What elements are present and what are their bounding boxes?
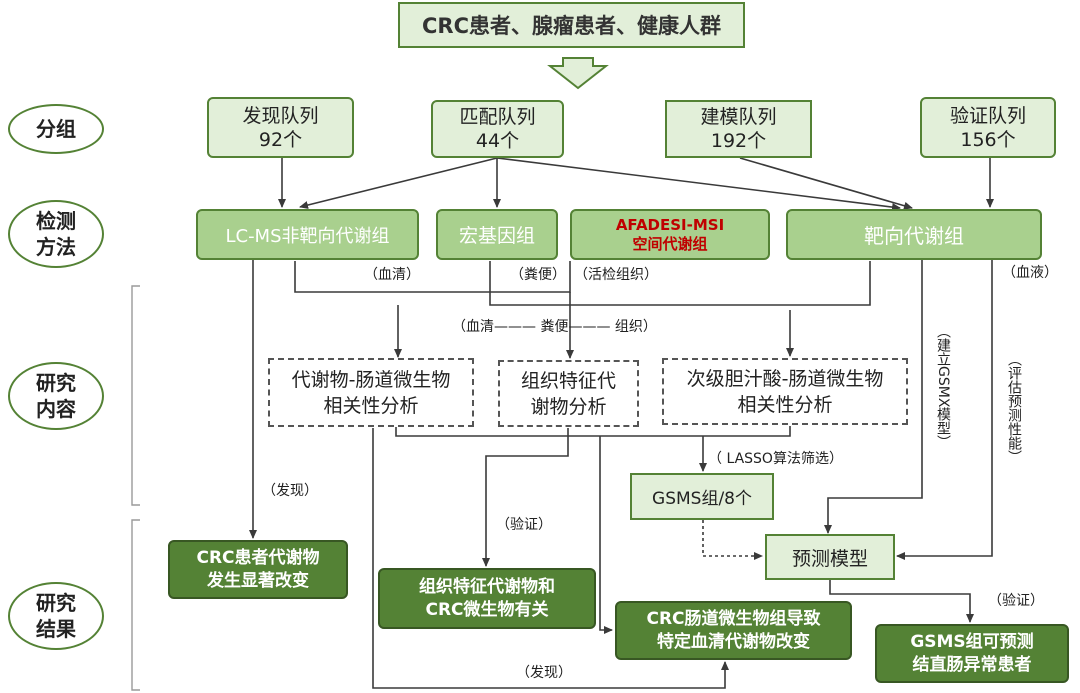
analysis-tissue-metabolite: 组织特征代 谢物分析 — [498, 360, 639, 427]
arrow-matching-targeted — [496, 157, 901, 211]
cohort-matching: 匹配队列 44个 — [431, 100, 564, 158]
method-targeted: 靶向代谢组 — [786, 209, 1042, 260]
population-text: CRC患者、腺瘤患者、健康人群 — [422, 14, 721, 38]
arrow-to-r3 — [599, 436, 613, 634]
analysis-metabolite-microbe: 代谢物-肠道微生物 相关性分析 — [268, 358, 474, 427]
cohort-modeling: 建模队列 192个 — [665, 100, 812, 158]
row-label-group: 分组 — [8, 104, 104, 154]
result-crc-metabolite-change: CRC患者代谢物 发生显著改变 — [168, 540, 348, 599]
big-down-arrow — [547, 57, 609, 90]
method-metagenome: 宏基因组 — [436, 209, 558, 260]
label-discover-1: （发现） — [262, 483, 318, 499]
label-verify-1: （验证） — [496, 517, 552, 533]
cohort-discovery: 发现队列 92个 — [207, 97, 354, 158]
label-feces: （粪便） — [510, 267, 566, 283]
divider-content — [131, 285, 140, 506]
label-biopsy: （活检组织） — [574, 267, 658, 283]
row-label-result: 研究 结果 — [8, 582, 104, 650]
arrow-a2-r2 — [482, 428, 569, 567]
dotted-gsms-model — [702, 520, 763, 560]
result-microbiome-serum-change: CRC肠道微生物组导致 特定血清代谢物改变 — [615, 601, 852, 660]
result-gsms-prediction: GSMS组可预测 结直肠异常患者 — [875, 624, 1069, 683]
arrow-gsmx-model — [824, 260, 923, 534]
analysis-bile-acid-microbe: 次级胆汁酸-肠道微生物 相关性分析 — [662, 358, 908, 425]
arrow-a1-r3-bottom — [372, 428, 729, 689]
row-label-content: 研究 内容 — [8, 362, 104, 430]
population-box: CRC患者、腺瘤患者、健康人群 — [398, 2, 745, 48]
result-tissue-microbe-link: 组织特征代谢物和 CRC微生物有关 — [378, 568, 596, 629]
label-perf: （评估预测性能） — [1006, 352, 1022, 464]
merge-line — [395, 426, 791, 437]
method-afadesi: AFADESI-MSI 空间代谢组 — [570, 209, 770, 260]
label-blood: （血液） — [1002, 265, 1058, 281]
label-gsmx: （建立GSMX模型） — [935, 324, 951, 450]
label-discover-2: （发现） — [516, 665, 572, 681]
label-verify-2: （验证） — [988, 593, 1044, 609]
arrow-model-r4 — [829, 580, 974, 623]
divider-result — [131, 519, 140, 691]
label-lasso: （ LASSO算法筛选） — [708, 451, 843, 467]
arrow-modeling-targeted — [739, 157, 913, 210]
gsms-box: GSMS组/8个 — [630, 473, 774, 520]
row-label-method: 检测 方法 — [8, 200, 104, 268]
arrow-perf-model — [896, 260, 993, 560]
bracket-1 — [294, 261, 571, 293]
label-serum: （血清） — [364, 267, 420, 283]
cohort-validation: 验证队列 156个 — [920, 97, 1056, 158]
method-lcms: LC-MS非靶向代谢组 — [196, 209, 419, 260]
label-combined: （血清——— 粪便——— 组织） — [452, 319, 657, 335]
bracket-2 — [489, 261, 871, 306]
prediction-model-box: 预测模型 — [765, 534, 895, 580]
arrow-matching-lcms — [299, 157, 498, 209]
